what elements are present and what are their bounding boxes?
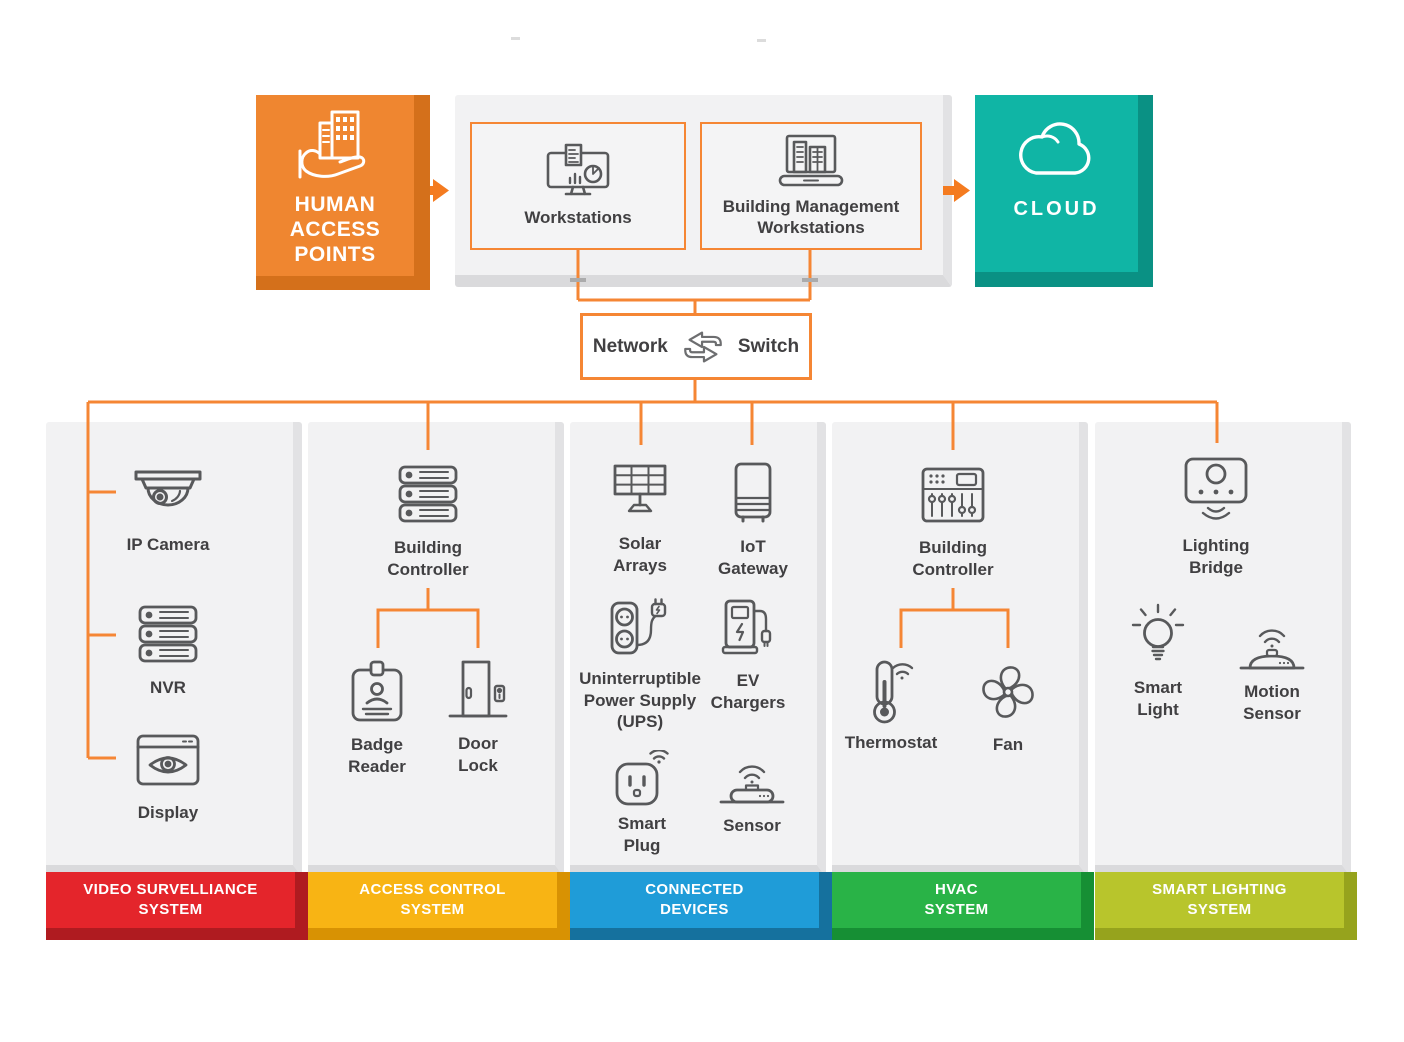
door-lock-icon (448, 660, 508, 718)
device-building-controller-hvac: Building Controller (883, 467, 1023, 580)
device-fan: Fan (938, 662, 1078, 756)
smart-plug-icon (615, 750, 669, 806)
workstations-label: Workstations (524, 208, 632, 228)
human-access-points-label: HUMAN ACCESS POINTS (289, 193, 381, 267)
display-eye-icon (136, 734, 200, 786)
device-smart-plug: Smart Plug (572, 750, 712, 856)
device-ev-chargers: EV Chargers (678, 598, 818, 713)
dome-camera-icon (134, 470, 202, 507)
building-management-workstations-label: Building Management Workstations (722, 197, 900, 237)
ev-charger-icon (721, 599, 772, 655)
device-nvr: NVR (98, 605, 238, 699)
device-building-controller-acs: Building Controller (358, 465, 498, 580)
video-surveillance-system-label: VIDEO SURVELLIANCE SYSTEM (46, 872, 308, 940)
workstation-monitor-icon (546, 143, 610, 196)
network-label: Network (592, 335, 668, 357)
wireless-sensor-icon (719, 765, 785, 804)
server-stack-icon (398, 465, 458, 523)
ups-power-strip-icon (610, 598, 667, 655)
device-ip-camera: IP Camera (98, 468, 238, 556)
hvac-system-label: HVAC SYSTEM (832, 872, 1094, 940)
motion-sensor-icon (1239, 629, 1305, 670)
device-sensor: Sensor (682, 753, 822, 837)
building-management-laptop-icon (778, 134, 844, 187)
building-management-workstations-box: Building Management Workstations (700, 122, 922, 250)
control-panel-icon (921, 467, 985, 523)
device-iot-gateway: IoT Gateway (683, 462, 823, 579)
device-door-lock: Door Lock (408, 659, 548, 776)
cloud-label: CLOUD (1013, 198, 1100, 220)
device-lighting-bridge: Lighting Bridge (1146, 457, 1286, 578)
smart-lighting-system-label: SMART LIGHTING SYSTEM (1095, 872, 1357, 940)
human-access-points-block: HUMAN ACCESS POINTS (256, 95, 430, 290)
smart-light-bulb-icon (1131, 603, 1185, 661)
solar-array-icon (613, 464, 667, 513)
network-switch-box: Network Switch (580, 313, 812, 380)
lighting-bridge-icon (1184, 457, 1248, 520)
cloud-block: CLOUD (975, 95, 1153, 287)
buildings-in-hand-icon (298, 110, 366, 179)
swap-arrows-icon (684, 331, 722, 362)
fan-icon (982, 666, 1034, 718)
connected-devices-label: CONNECTED DEVICES (570, 872, 832, 940)
badge-reader-icon (351, 660, 403, 722)
access-control-system-label: ACCESS CONTROL SYSTEM (308, 872, 570, 940)
switch-label: Switch (737, 335, 800, 357)
thermostat-icon (873, 660, 914, 724)
server-stack-icon (138, 605, 198, 663)
cloud-icon (1018, 122, 1090, 175)
device-display: Display (98, 734, 238, 824)
workstations-box: Workstations (470, 122, 686, 250)
iot-gateway-icon (734, 462, 772, 523)
device-motion-sensor: Motion Sensor (1202, 615, 1342, 724)
